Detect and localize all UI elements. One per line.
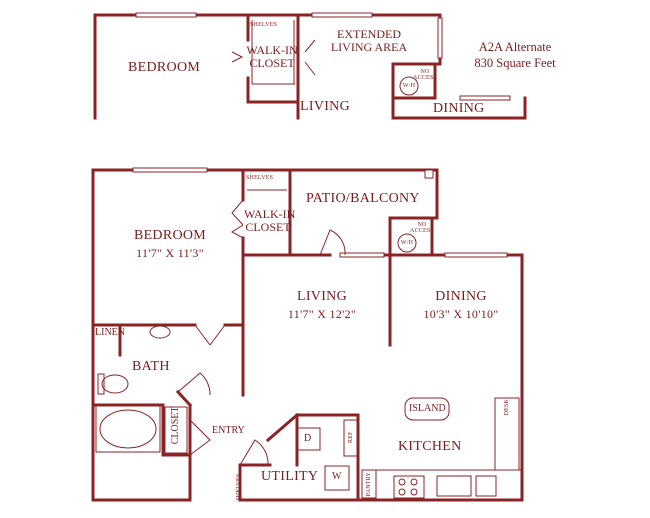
closet-door xyxy=(231,199,244,239)
closet-door xyxy=(189,419,211,456)
island-label: ISLAND xyxy=(409,403,446,414)
bedroom-label: BEDROOM 11'7" X 11'3" xyxy=(128,228,212,260)
no-access-line2: ACCESS xyxy=(410,228,434,235)
dining-size: 10'3" X 10'10" xyxy=(423,306,499,321)
patio-corner-post xyxy=(424,169,434,179)
alt-closet-line1: WALK-IN xyxy=(246,43,298,57)
closet-line2: CLOSET xyxy=(245,219,291,234)
plan-area: 830 Square Feet xyxy=(474,55,556,70)
alt-no-access-label: NO ACCESS xyxy=(412,69,438,82)
dryer-label: D xyxy=(304,433,312,444)
bath-label: BATH xyxy=(132,359,170,374)
closet-line1: WALK-IN xyxy=(244,207,296,221)
walk-in-closet-label: WALK-IN CLOSET xyxy=(244,207,296,234)
window xyxy=(444,252,508,258)
plan-name: A2A Alternate xyxy=(478,40,552,54)
toilet-symbol xyxy=(101,374,129,394)
burner xyxy=(398,478,406,486)
closet-shelves xyxy=(164,406,188,454)
burner xyxy=(398,488,406,496)
pantry-box xyxy=(361,469,377,499)
door-swing xyxy=(231,51,244,63)
window xyxy=(311,12,373,18)
utility-label: UTILITY xyxy=(261,469,319,484)
dishwasher-box xyxy=(475,475,497,497)
water-heater-symbol xyxy=(397,233,417,253)
desk-box xyxy=(494,397,520,471)
window xyxy=(132,167,208,173)
stove-box xyxy=(393,475,425,499)
patio-door xyxy=(319,229,346,256)
alt-living-label: LIVING xyxy=(300,99,351,114)
desk-label: DESK xyxy=(503,398,510,416)
no-access-line2: ACCESS xyxy=(413,75,437,82)
burner xyxy=(410,488,418,496)
bath-entry-door xyxy=(177,372,211,396)
alt-closet-line2: CLOSET xyxy=(249,55,295,70)
extended-line1: EXTENDED xyxy=(337,27,401,41)
shelves-label: SHELVES xyxy=(246,175,274,181)
utility-shelves-label: SHELVES xyxy=(235,473,242,501)
window xyxy=(339,252,385,258)
bathtub xyxy=(95,405,161,453)
washer-label: W xyxy=(332,471,342,482)
dining-label: DINING 10'3" X 10'10" xyxy=(415,289,507,321)
ref-label: REF xyxy=(347,431,354,443)
bathtub-basin xyxy=(99,409,157,449)
pantry-label: PANTRY xyxy=(365,471,372,497)
wh-label: W/H xyxy=(400,240,414,246)
main-layout-walls xyxy=(91,168,524,502)
toilet-tank xyxy=(97,373,105,395)
bedroom-size: 11'7" X 11'3" xyxy=(136,245,204,260)
dryer-box xyxy=(297,427,321,451)
window xyxy=(437,17,443,59)
window xyxy=(135,12,197,18)
island-box xyxy=(404,397,450,421)
no-access-label: NO ACCESS xyxy=(410,222,434,235)
washer-box xyxy=(324,465,350,491)
closet-label: CLOSET xyxy=(169,406,181,445)
alt-dining-label: DINING xyxy=(433,101,485,116)
living-label: LIVING 11'7" X 12'2" xyxy=(278,289,366,321)
entry-door xyxy=(239,439,269,466)
entry-label: ENTRY xyxy=(212,425,245,436)
alternate-layout-walls xyxy=(93,13,527,120)
bedroom-name: BEDROOM xyxy=(133,228,207,243)
alt-shelves-label: SHELVES xyxy=(250,22,278,28)
bath-door xyxy=(194,324,226,346)
window xyxy=(459,95,511,101)
refrigerator-box xyxy=(343,419,359,457)
alt-extended-living-label: EXTENDED LIVING AREA xyxy=(322,28,416,53)
extended-line2: LIVING AREA xyxy=(330,39,408,54)
plan-caption: A2A Alternate 830 Square Feet xyxy=(470,40,560,71)
burner xyxy=(410,478,418,486)
linen-label: LINEN xyxy=(95,327,125,338)
no-access-line1: NO xyxy=(417,222,427,228)
kitchen-label: KITCHEN xyxy=(398,439,462,454)
water-heater-symbol xyxy=(399,76,419,96)
living-name: LIVING xyxy=(296,289,347,304)
alt-wh-label: W/H xyxy=(402,83,416,89)
sink-box xyxy=(436,475,472,497)
alt-walk-in-closet-label: WALK-IN CLOSET xyxy=(243,44,301,69)
dining-name: DINING xyxy=(435,289,487,304)
living-size: 11'7" X 12'2" xyxy=(287,306,357,321)
patio-label: PATIO/BALCONY xyxy=(306,191,420,206)
alt-bedroom-label: BEDROOM xyxy=(128,60,201,75)
no-access-line1: NO xyxy=(420,69,430,75)
door-swing xyxy=(304,39,316,76)
sink-symbol xyxy=(149,325,171,339)
